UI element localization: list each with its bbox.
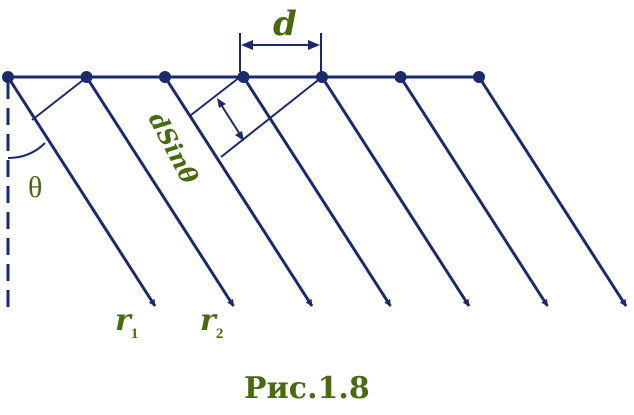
ray-6 xyxy=(399,76,549,307)
ray2-letter: r xyxy=(200,303,218,338)
ray1-label: r1 xyxy=(115,303,138,342)
wavefront-line-2 xyxy=(190,76,241,116)
slit-point-3 xyxy=(159,71,171,83)
ray1-subscript: 1 xyxy=(131,326,139,342)
theta-label: θ xyxy=(28,171,42,204)
wavefront-line-1 xyxy=(31,76,88,121)
figure-caption: Рис.1.8 xyxy=(244,371,370,406)
ray2-label: r2 xyxy=(200,303,223,342)
ray-2 xyxy=(85,76,235,307)
ray-5 xyxy=(320,76,471,307)
ray-7 xyxy=(477,76,628,307)
path-difference-arrowhead-bottom xyxy=(235,131,244,141)
ray-1 xyxy=(6,76,157,307)
slit-point-7 xyxy=(473,71,485,83)
path-difference-arrow xyxy=(219,102,242,137)
ray-4 xyxy=(242,76,392,307)
wavefront-line-3 xyxy=(220,76,323,158)
slit-point-6 xyxy=(394,71,407,83)
slit-point-1 xyxy=(2,71,14,83)
spacing-label: d xyxy=(273,4,297,44)
slits-group xyxy=(2,71,485,83)
ray-3 xyxy=(163,76,314,307)
d-arrowhead-right xyxy=(308,40,320,50)
path-difference-arrowhead-top xyxy=(217,98,226,108)
rays-group xyxy=(6,76,628,307)
ray1-letter: r xyxy=(115,303,133,338)
d-arrowhead-left xyxy=(241,40,253,50)
theta-arc xyxy=(7,142,46,159)
slit-point-4 xyxy=(237,71,250,83)
ray2-subscript: 2 xyxy=(216,326,224,342)
